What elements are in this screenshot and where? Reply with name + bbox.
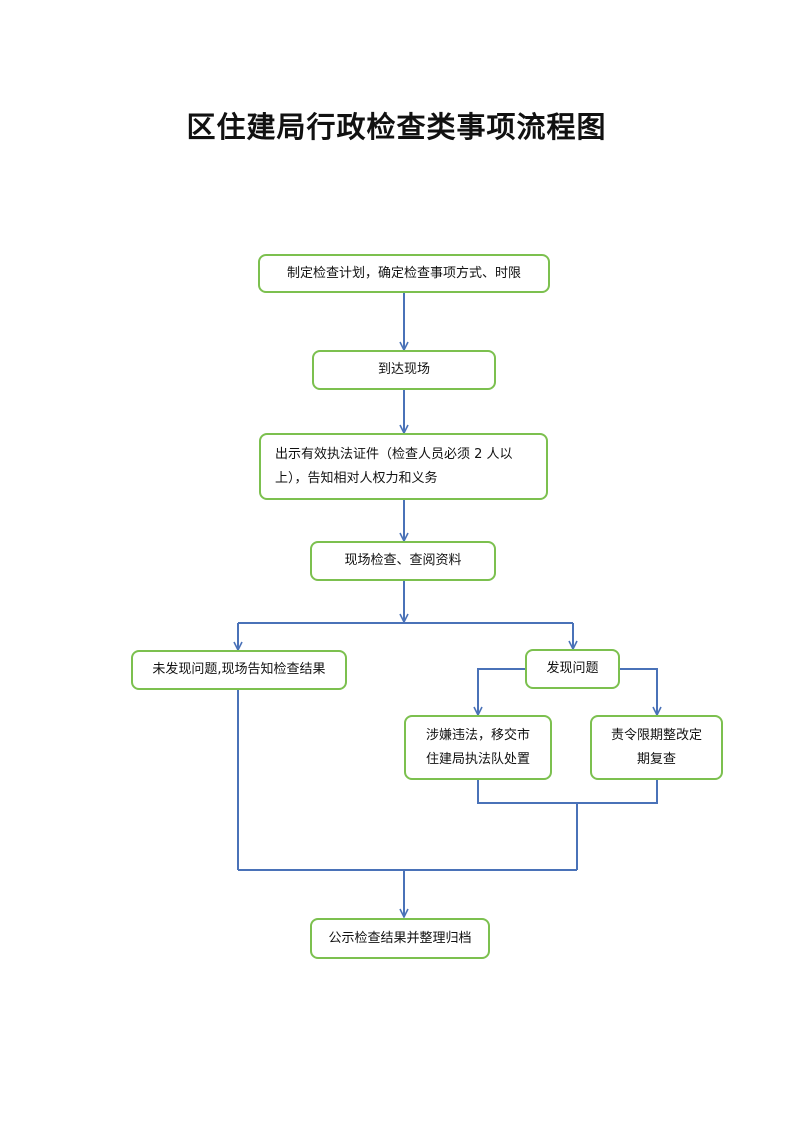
step-no-issue: 未发现问题,现场告知检查结果	[131, 650, 347, 690]
step-rectify-label: 责令限期整改定期复查	[610, 727, 702, 767]
page-title: 区住建局行政检查类事项流程图	[186, 110, 607, 144]
step-publish: 公示检查结果并整理归档	[310, 918, 490, 959]
step-inspect: 现场检查、查阅资料	[310, 541, 496, 581]
step-transfer-label: 涉嫌违法，移交市住建局执法队处置	[425, 727, 530, 767]
step-show-certificate: 出示有效执法证件（检查人员必须 2 人以上），告知相对人权力和义务	[259, 433, 548, 500]
step-show-certificate-label: 出示有效执法证件（检查人员必须 2 人以上），告知相对人权力和义务	[275, 446, 513, 486]
step-inspect-label: 现场检查、查阅资料	[344, 553, 462, 568]
step-plan-label: 制定检查计划，确定检查事项方式、时限	[286, 265, 521, 281]
step-rectify: 责令限期整改定期复查	[590, 715, 723, 780]
step-publish-label: 公示检查结果并整理归档	[328, 930, 472, 946]
arrow-issue-to-transfer	[478, 668, 526, 715]
step-arrive-label: 到达现场	[377, 362, 430, 377]
step-plan: 制定检查计划，确定检查事项方式、时限	[258, 254, 550, 293]
step-issue-found-label: 发现问题	[546, 661, 599, 676]
arrow-issue-to-rectify	[619, 668, 657, 715]
step-issue-found: 发现问题	[525, 649, 620, 689]
merge-sub-branches	[477, 780, 658, 804]
step-no-issue-label: 未发现问题,现场告知检查结果	[152, 662, 326, 677]
step-transfer: 涉嫌违法，移交市住建局执法队处置	[404, 715, 552, 780]
step-arrive: 到达现场	[312, 350, 496, 390]
